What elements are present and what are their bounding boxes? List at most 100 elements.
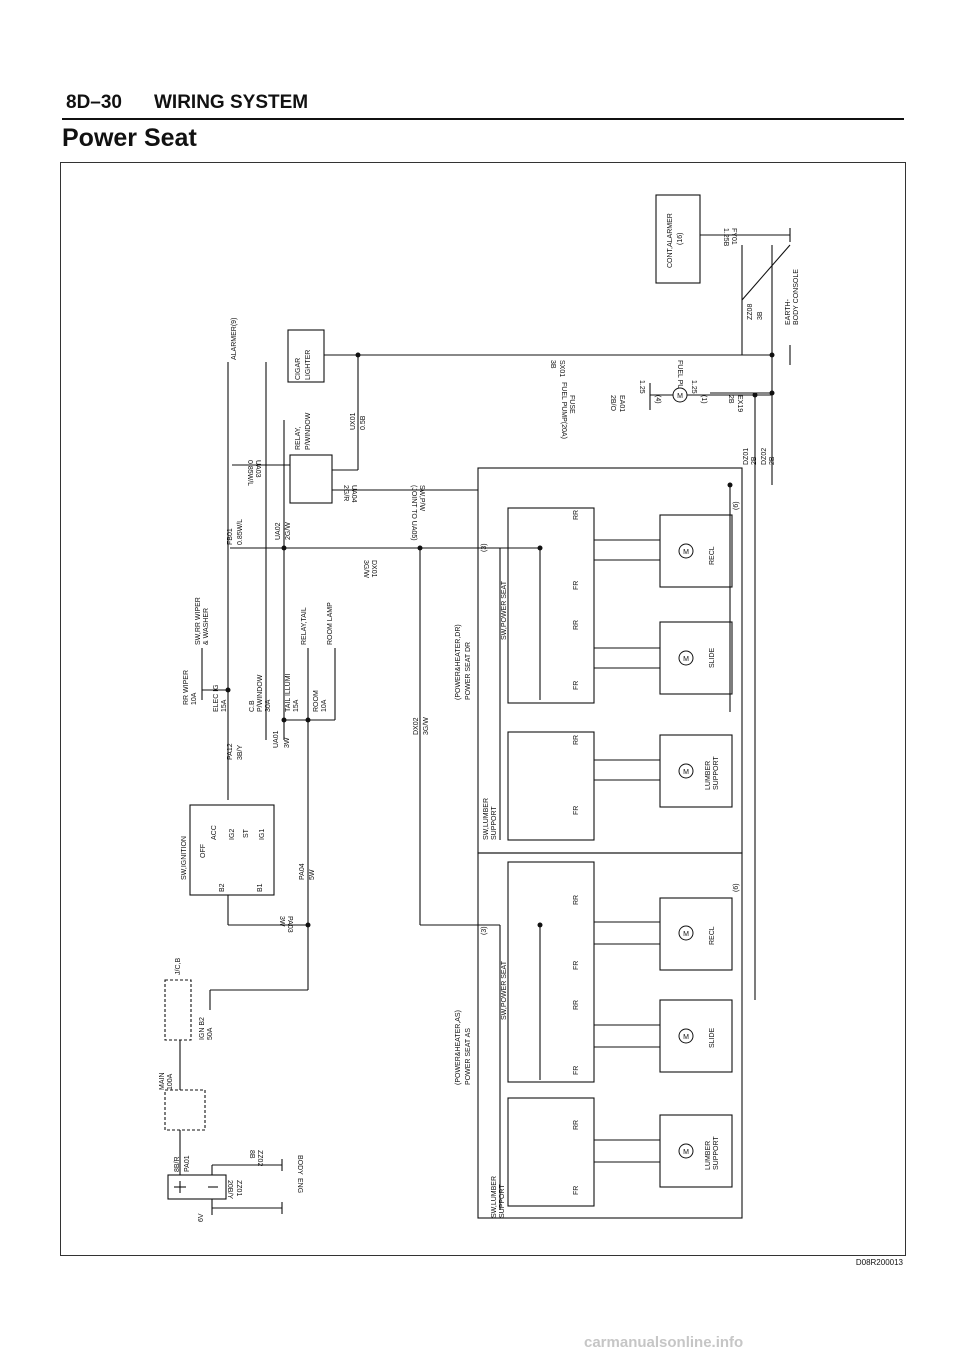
main-fuse-block bbox=[164, 1089, 206, 1131]
sw-rr-wiper-label: SW,RR WIPER bbox=[195, 597, 202, 645]
as-lumber-motor-m: M bbox=[683, 1149, 689, 1156]
ua01-wire: 3W bbox=[284, 737, 291, 748]
as-slide-motor-m: M bbox=[683, 1034, 689, 1041]
as-sw-power-seat bbox=[507, 861, 595, 1083]
dr-recl-motor: M bbox=[678, 543, 694, 559]
zz08-label: ZZ08 bbox=[747, 304, 754, 320]
dz01-label: DZ01 bbox=[743, 448, 750, 465]
dr-title-1: (POWER&HEATER,DR) bbox=[455, 624, 462, 700]
as-lumber-rr: RR bbox=[573, 1120, 580, 1130]
as-slide-label: SLIDE bbox=[709, 1027, 716, 1048]
dr-sw-power-seat-label: SW,POWER SEAT bbox=[501, 580, 508, 640]
pa03-wire: 3W bbox=[278, 916, 285, 927]
acc-label: ACC bbox=[211, 825, 218, 840]
as-lumber-motor: M bbox=[678, 1143, 694, 1159]
dx02-wire: 3G/W bbox=[423, 717, 430, 735]
ua02-label: UA02 bbox=[275, 522, 282, 540]
power-seat-as bbox=[477, 852, 743, 1219]
as-lumber-support-label: SUPPORT bbox=[713, 1136, 720, 1170]
fy01-label: FY01 bbox=[730, 228, 737, 245]
jcb-block bbox=[164, 979, 192, 1041]
dr-sw-power-seat bbox=[507, 507, 595, 704]
as-recl-motor-m: M bbox=[683, 931, 689, 938]
dr-slide-label: SLIDE bbox=[709, 647, 716, 668]
jcb-label: J/C,B bbox=[175, 958, 182, 975]
dr-lumber-fr: FR bbox=[573, 806, 580, 815]
earth-label: EARTH- bbox=[785, 298, 792, 325]
as-lumber-label: LUMBER bbox=[705, 1141, 712, 1170]
dr-lumber-motor-m: M bbox=[683, 769, 689, 776]
fb01-label: FB01 bbox=[227, 528, 234, 545]
cb-pwindow: P/WINDOW bbox=[257, 674, 264, 712]
zz01-label: ZZ01 bbox=[235, 1180, 242, 1196]
battery-wire: 8B/R bbox=[174, 1156, 181, 1172]
sw-ignition-label: SW,IGNITION bbox=[181, 836, 188, 880]
dr-title-2: POWER SEAT DR bbox=[465, 642, 472, 700]
cb-label: C.B bbox=[249, 700, 256, 712]
ua04-label: UA04 bbox=[350, 485, 357, 503]
as-recl-label: RECL bbox=[709, 926, 716, 945]
sw-pw-label: SW,P/W bbox=[418, 485, 425, 511]
dr-pin3: (3) bbox=[481, 543, 488, 552]
elec-ig-amp: 15A bbox=[221, 699, 228, 712]
dr-recl-fr: FR bbox=[573, 581, 580, 590]
ux01-wire: 0.5B bbox=[360, 415, 367, 430]
ux01-label: UX01 bbox=[350, 412, 357, 430]
dr-slide-fr: FR bbox=[573, 681, 580, 690]
rr-wiper-label: RR WIPER bbox=[183, 670, 190, 705]
ex19-wire: 2B bbox=[727, 395, 734, 404]
dz02-label: DZ02 bbox=[761, 448, 768, 465]
room-label: ROOM bbox=[313, 690, 320, 712]
as-recl-fr: FR bbox=[573, 961, 580, 970]
dr-pin6: (6) bbox=[733, 501, 740, 510]
dr-slide-motor-m: M bbox=[683, 656, 689, 663]
cont-alarmer-label: CONT,ALARMER bbox=[667, 213, 674, 268]
dr-lumber-support-label: SUPPORT bbox=[713, 756, 720, 790]
dr-sw-lumber-label: SW,LUMBER bbox=[483, 798, 490, 840]
pa12-wire: 3B/Y bbox=[237, 744, 244, 760]
pw-relay bbox=[289, 454, 333, 504]
joint-label: (JOINT TO UA05) bbox=[410, 485, 417, 541]
ex19-label: EX19 bbox=[736, 395, 743, 412]
rr-wiper-amp: 10A bbox=[191, 692, 198, 705]
as-pin3: (3) bbox=[481, 926, 488, 935]
pa04-label: PA04 bbox=[299, 863, 306, 880]
page-title: Power Seat bbox=[62, 124, 197, 152]
zz08-wire: 3B bbox=[757, 311, 764, 320]
sw-washer-label: & WASHER bbox=[203, 608, 210, 645]
sx01-wire: 3B bbox=[549, 360, 556, 369]
wire-125-a: 1.25 bbox=[638, 380, 645, 394]
st-label: ST bbox=[243, 828, 250, 838]
as-sw-power-seat-label: SW,POWER SEAT bbox=[501, 960, 508, 1020]
lighter-label: LIGHTER bbox=[305, 350, 312, 380]
zz02-wire: 8B bbox=[248, 1150, 255, 1159]
dz02-wire: 2B bbox=[769, 456, 776, 465]
as-title-2: POWER SEAT AS bbox=[465, 1028, 472, 1085]
diagram-frame bbox=[60, 162, 906, 1256]
fuel-pump-label: FUEL PUMP bbox=[676, 360, 683, 400]
fuse-label: FUSE bbox=[568, 395, 575, 414]
relay-pw-label: RELAY, bbox=[295, 426, 302, 450]
tail-illumi-label: TAIL ILLUMI bbox=[285, 673, 292, 712]
pa03-label: PA03 bbox=[286, 916, 293, 933]
zz02-label: ZZ02 bbox=[256, 1150, 263, 1166]
dx02-label: DX02 bbox=[413, 717, 420, 735]
ig2-label: IG2 bbox=[229, 829, 236, 840]
ign-fuse-label: IGN B2 bbox=[199, 1017, 206, 1040]
cont-alarmer bbox=[655, 194, 701, 284]
dr-lumber-rr: RR bbox=[573, 735, 580, 745]
pin4-label: (4) bbox=[654, 395, 661, 404]
as-sw-lumber-label: SW,LUMBER bbox=[491, 1176, 498, 1218]
power-seat-dr bbox=[477, 467, 743, 854]
ig1-label: IG1 bbox=[259, 829, 266, 840]
as-slide-fr: FR bbox=[573, 1066, 580, 1075]
battery-conn: PA01 bbox=[184, 1155, 191, 1172]
page-header: 8D–30 WIRING SYSTEM bbox=[62, 86, 904, 120]
relay-pw-label-2: P/WINDOW bbox=[305, 412, 312, 450]
ignition-switch bbox=[189, 804, 275, 896]
fb01-wire: 0.85W/L bbox=[237, 519, 244, 545]
room-amp: 10A bbox=[321, 699, 328, 712]
body-label: BODY bbox=[296, 1155, 303, 1175]
main-fuse-label: MAIN bbox=[159, 1073, 166, 1091]
